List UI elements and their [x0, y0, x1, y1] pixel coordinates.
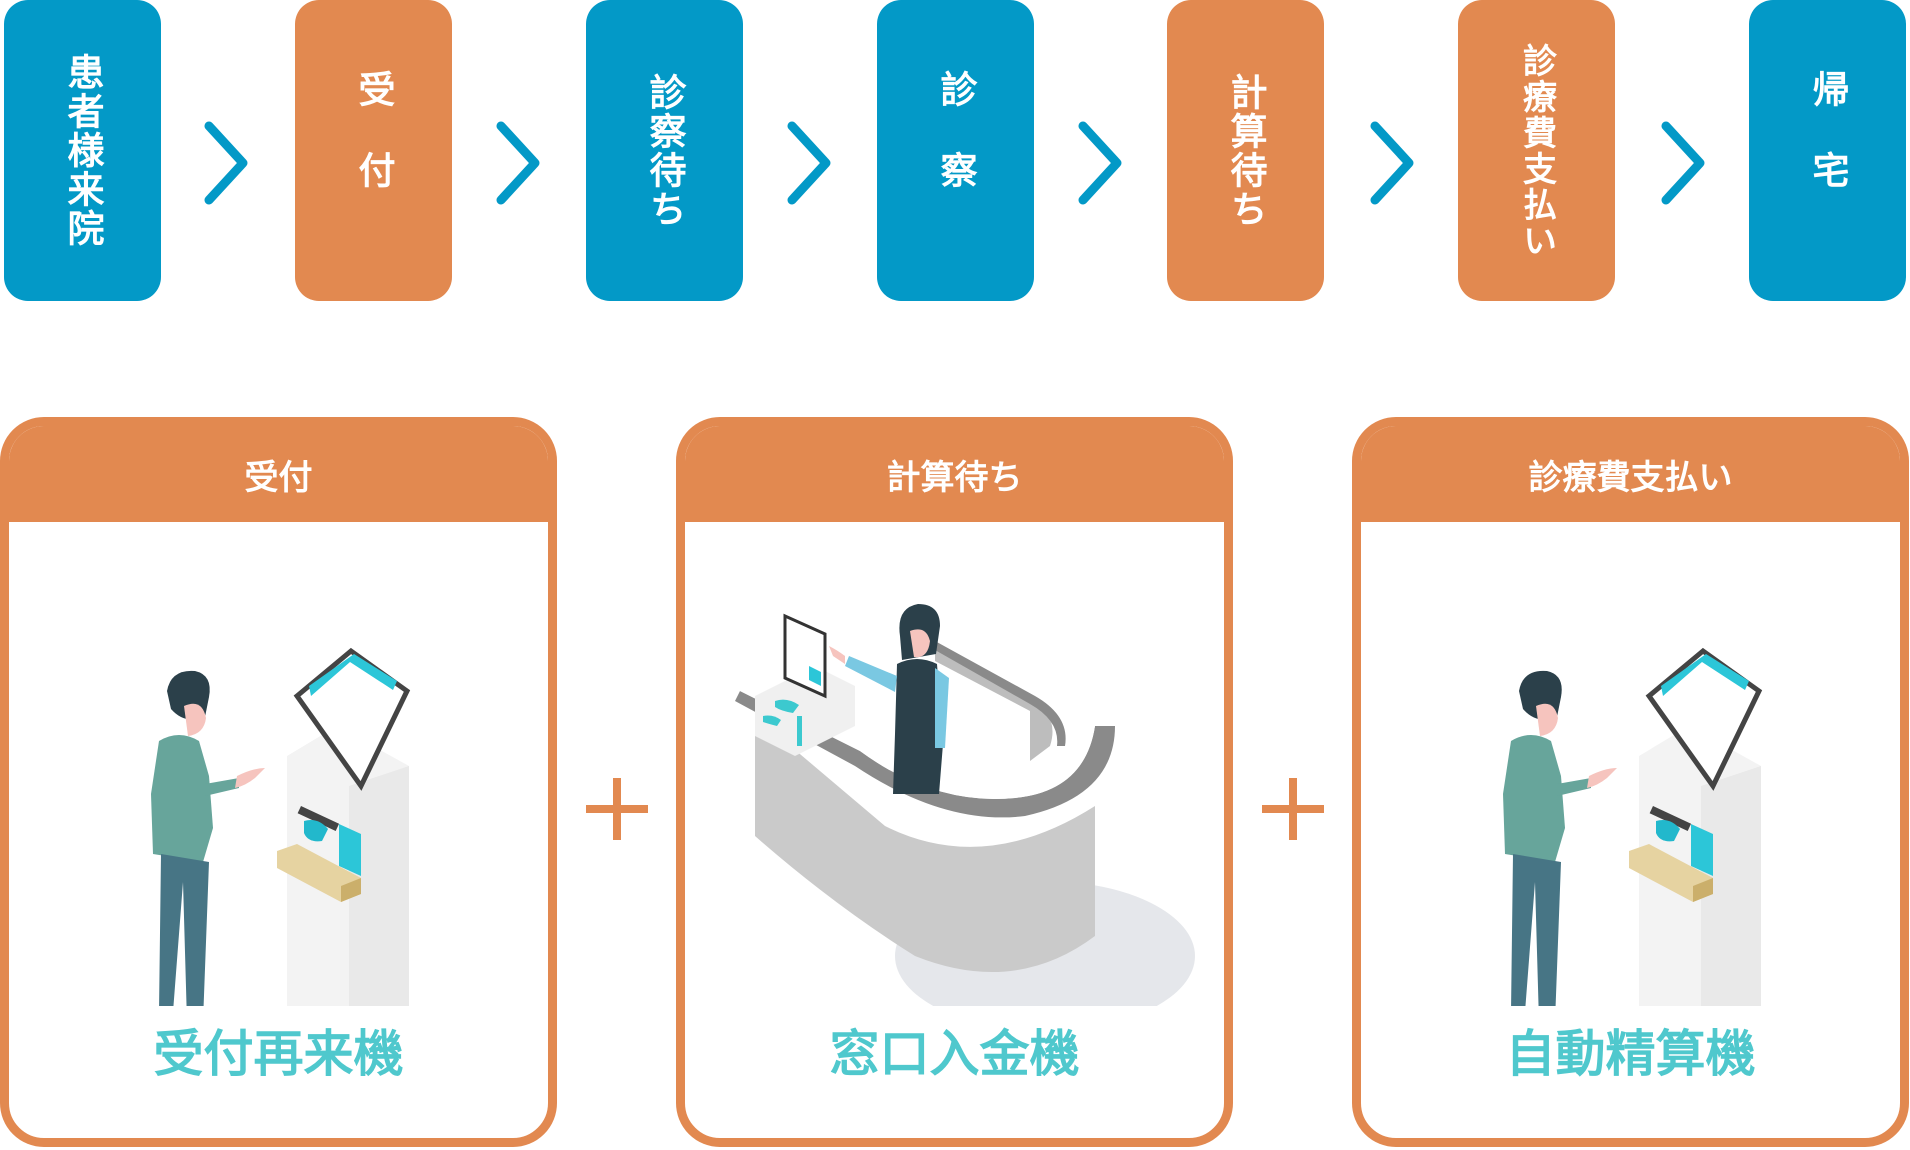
chevron-right-icon	[1370, 121, 1414, 205]
chevron-right-icon	[787, 121, 831, 205]
flow-step-label: 帰宅	[1806, 69, 1849, 232]
flow-step-payment: 診療費支払い	[1458, 0, 1615, 301]
plus-icon	[1262, 778, 1324, 840]
card-reception: 受付 受付再来機	[0, 417, 557, 1147]
flow-step-label: 受付	[352, 69, 395, 232]
card-header: 診療費支払い	[1361, 426, 1900, 522]
flow-step-patient-arrival: 患者様来院	[4, 0, 161, 301]
flow-step-exam: 診察	[877, 0, 1034, 301]
chevron-right-icon	[1661, 121, 1705, 205]
card-payment: 診療費支払い 自動精算機	[1352, 417, 1909, 1147]
chevron-right-icon	[1078, 121, 1122, 205]
flow-step-label: 診療費支払い	[1516, 42, 1557, 259]
flow-step-label: 計算待ち	[1224, 72, 1267, 229]
card-billing-wait: 計算待ち 窓口入金機	[676, 417, 1233, 1147]
flow-step-exam-wait: 診察待ち	[586, 0, 743, 301]
flow-step-label: 診察待ち	[643, 72, 686, 229]
receptionist-at-counter-illustration	[735, 604, 1195, 1006]
plus-icon	[586, 778, 648, 840]
person-at-kiosk-illustration	[151, 647, 411, 1006]
flow-step-label: 患者様来院	[61, 53, 104, 248]
chevron-right-icon	[496, 121, 540, 205]
flow-step-label: 診察	[934, 69, 977, 232]
person-at-kiosk-illustration	[1503, 647, 1763, 1006]
machine-name: 窓口入金機	[829, 1025, 1080, 1083]
machine-name: 受付再来機	[153, 1025, 404, 1083]
card-header: 計算待ち	[685, 426, 1224, 522]
card-header: 受付	[9, 426, 548, 522]
flow-step-billing-wait: 計算待ち	[1167, 0, 1324, 301]
machine-name: 自動精算機	[1505, 1025, 1756, 1083]
chevron-right-icon	[204, 121, 248, 205]
flow-step-reception: 受付	[295, 0, 452, 301]
flow-step-go-home: 帰宅	[1749, 0, 1906, 301]
